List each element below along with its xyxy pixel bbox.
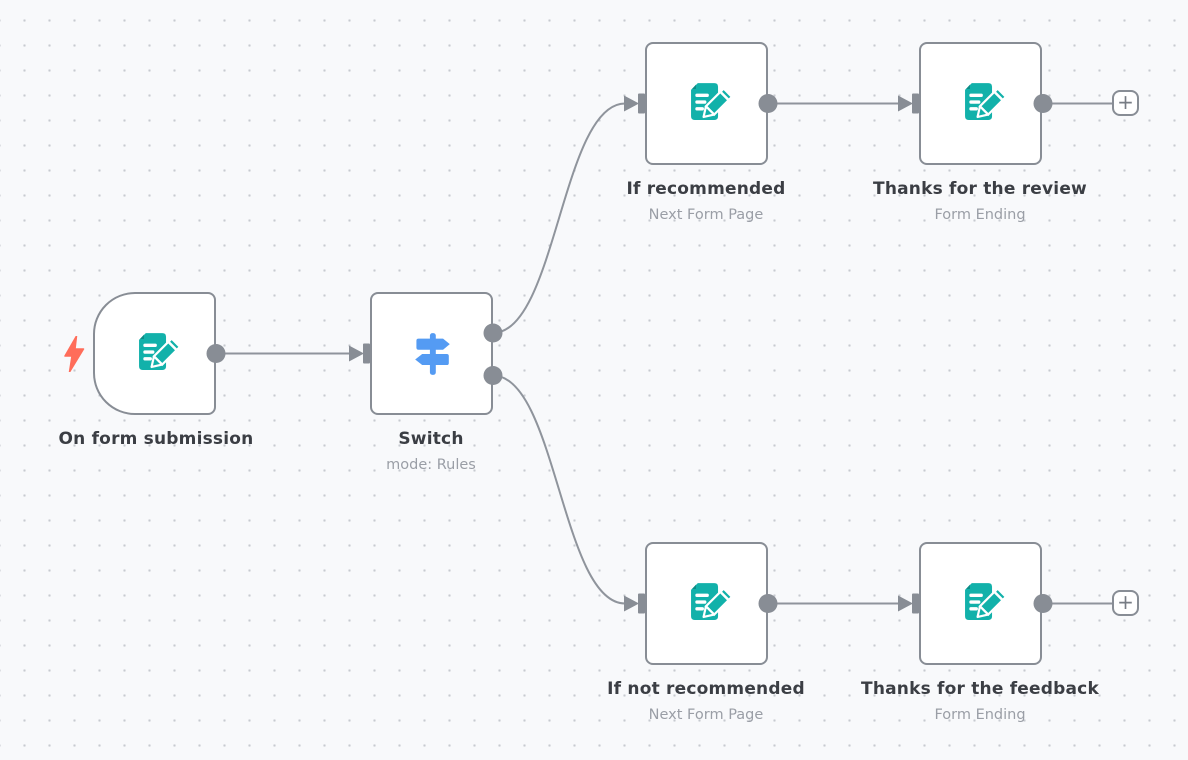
node-title: If not recommended	[607, 679, 805, 699]
input-connector[interactable]	[624, 93, 645, 114]
node-on-form-submission[interactable]	[93, 292, 216, 415]
lightning-bolt-icon	[64, 336, 85, 372]
form-page-icon	[690, 582, 733, 620]
add-node-button[interactable]: +	[1112, 590, 1139, 616]
node-thanks-for-the-review[interactable]	[919, 42, 1042, 165]
node-label-switch: Switch mode: Rules	[271, 429, 591, 473]
node-subtitle: Form Ending	[934, 207, 1026, 223]
node-thanks-for-the-feedback[interactable]	[919, 542, 1042, 665]
connection-switch-to-if-not-recommended[interactable]	[492, 374, 626, 605]
form-ending-icon	[964, 582, 1007, 620]
add-node-button[interactable]: +	[1112, 90, 1139, 116]
node-title: On form submission	[58, 429, 254, 449]
node-switch[interactable]	[370, 292, 493, 415]
node-label-thanks-for-the-feedback: Thanks for the feedback Form Ending	[820, 679, 1140, 723]
form-page-icon	[690, 82, 733, 120]
form-ending-icon	[964, 82, 1007, 120]
node-label-if-not-recommended: If not recommended Next Form Page	[546, 679, 866, 723]
input-connector[interactable]	[349, 343, 370, 364]
input-connector[interactable]	[898, 593, 919, 614]
node-subtitle: mode: Rules	[386, 457, 476, 473]
node-if-not-recommended[interactable]	[645, 542, 768, 665]
node-label-on-form-submission: On form submission	[0, 429, 316, 449]
node-if-recommended[interactable]	[645, 42, 768, 165]
node-label-if-recommended: If recommended Next Form Page	[546, 179, 866, 223]
node-title: Thanks for the feedback	[861, 679, 1099, 699]
input-connector[interactable]	[898, 93, 919, 114]
node-subtitle: Next Form Page	[648, 207, 764, 223]
node-subtitle: Form Ending	[934, 707, 1026, 723]
node-title: If recommended	[626, 179, 786, 199]
node-subtitle: Next Form Page	[648, 707, 764, 723]
node-title: Switch	[398, 429, 464, 449]
form-trigger-icon	[138, 332, 181, 370]
node-title: Thanks for the review	[873, 179, 1087, 199]
node-label-thanks-for-the-review: Thanks for the review Form Ending	[820, 179, 1140, 223]
input-connector[interactable]	[624, 593, 645, 614]
switch-icon	[414, 332, 450, 375]
